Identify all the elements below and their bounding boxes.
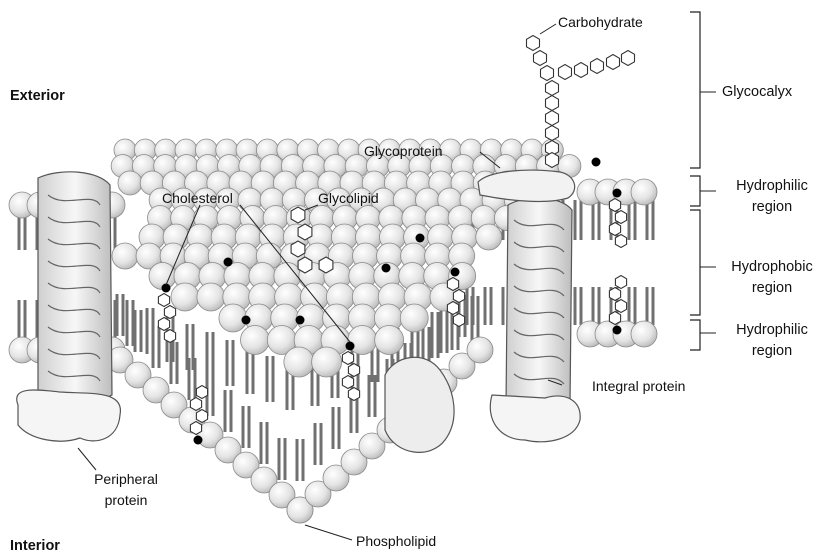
carbohydrate-sugar: [546, 81, 559, 96]
phospholipid-head: [171, 283, 199, 311]
cholesterol-ring: [348, 388, 359, 401]
carbohydrate-label: Carbohydrate: [558, 14, 643, 31]
hydrophilic-top-label-line1: Hydrophilic: [720, 178, 824, 195]
cholesterol-ring: [615, 235, 626, 248]
cholesterol-ring: [158, 318, 169, 331]
hydrophilic-top-label-line2: region: [720, 199, 824, 216]
glycocalyx-bracket: [690, 12, 700, 168]
carbohydrate-leader: [540, 24, 556, 34]
cholesterol-head: [613, 326, 622, 335]
glycoprotein-label: Glycoprotein: [364, 143, 443, 160]
cholesterol-ring: [615, 300, 626, 313]
carbohydrate-sugar: [546, 153, 559, 168]
phospholipid-head: [400, 304, 428, 332]
carbohydrate-sugar: [559, 65, 572, 80]
phospholipid-head: [631, 179, 657, 205]
glycoprotein: [478, 170, 575, 201]
cholesterol-label: Cholesterol: [162, 190, 233, 207]
integral-protein-right: [506, 198, 572, 412]
cholesterol-head: [592, 158, 601, 167]
cholesterol-ring: [190, 422, 201, 435]
cholesterol-ring: [196, 410, 207, 423]
hydrophobic-label-line1: Hydrophobic: [720, 259, 824, 276]
cholesterol-ring: [342, 376, 353, 389]
peripheral-protein-label-line2: protein: [78, 492, 174, 509]
hydrophobic-bracket: [690, 210, 700, 315]
phospholipid-head: [375, 326, 404, 355]
carbohydrate-sugar: [546, 96, 559, 111]
cholesterol-ring: [453, 314, 464, 327]
glycolipid-sugar: [298, 224, 312, 240]
glycolipid-sugar: [298, 257, 312, 273]
cholesterol-head: [242, 316, 251, 325]
peripheral-protein-label-line1: Peripheral: [78, 471, 174, 488]
integral-protein-label: Integral protein: [592, 378, 685, 395]
cholesterol-head: [613, 189, 622, 198]
carbohydrate-sugar: [607, 55, 620, 70]
peripheral-protein-leader: [78, 448, 96, 470]
phospholipid-head: [112, 243, 138, 269]
glycolipid-sugar: [291, 241, 305, 257]
hydrophilic-bottom-label-line2: region: [720, 343, 824, 360]
interior-label: Interior: [10, 538, 60, 555]
cholesterol-ring: [615, 211, 626, 224]
glycolipid-sugar: [319, 257, 333, 273]
cholesterol-ring: [342, 352, 353, 365]
cholesterol-head: [382, 264, 391, 273]
cholesterol-ring: [447, 278, 458, 291]
phospholipid-head: [284, 347, 314, 377]
phospholipid-head: [312, 347, 342, 377]
phospholipid-head: [476, 224, 502, 250]
cholesterol-ring: [190, 398, 201, 411]
cholesterol-ring: [196, 386, 207, 399]
cholesterol-ring: [158, 294, 169, 307]
cholesterol-ring: [453, 290, 464, 303]
cholesterol-ring: [348, 364, 359, 377]
cholesterol-head: [346, 342, 355, 351]
carbohydrate-sugar: [591, 59, 604, 74]
cholesterol-ring: [164, 306, 175, 319]
integral-protein-base: [490, 395, 580, 442]
hydrophilic-bottom-bracket: [690, 320, 700, 350]
cholesterol-head: [451, 268, 460, 277]
carbohydrate-sugar: [541, 66, 554, 81]
phospholipid-head: [197, 283, 225, 311]
cholesterol-ring: [447, 302, 458, 315]
phospholipid-label: Phospholipid: [356, 533, 436, 550]
carbohydrate-sugar: [622, 51, 635, 66]
peripheral-protein: [17, 390, 121, 441]
phospholipid-head: [118, 171, 142, 195]
carbohydrate-sugar: [534, 51, 547, 66]
carbohydrate-sugar: [546, 126, 559, 141]
cholesterol-ring: [615, 276, 626, 289]
exterior-label: Exterior: [10, 88, 65, 105]
glycolipid-label: Glycolipid: [318, 190, 379, 207]
cholesterol-head: [416, 234, 425, 243]
phospholipid-head: [631, 321, 657, 347]
cholesterol-ring: [609, 312, 620, 325]
phospholipid-head: [467, 337, 493, 363]
carbohydrate-sugar: [575, 63, 588, 78]
hydrophobic-label-line2: region: [720, 280, 824, 297]
glycolipid-sugar: [291, 207, 305, 223]
cholesterol-ring: [609, 288, 620, 301]
cholesterol-head: [296, 316, 305, 325]
carbohydrate-sugar: [546, 111, 559, 126]
phospholipid-leader: [305, 525, 352, 540]
phospholipid-head: [348, 326, 377, 355]
cholesterol-ring: [609, 199, 620, 212]
cholesterol-ring: [609, 223, 620, 236]
integral-protein-left: [38, 172, 112, 403]
phospholipid-head: [241, 326, 270, 355]
glycocalyx-label: Glycocalyx: [722, 84, 792, 101]
cholesterol-head: [224, 258, 233, 267]
carbohydrate-sugar: [527, 36, 540, 51]
cholesterol-ring: [164, 330, 175, 343]
cholesterol-head: [194, 436, 203, 445]
hydrophilic-top-bracket: [690, 176, 700, 206]
hydrophilic-bottom-label-line1: Hydrophilic: [720, 322, 824, 339]
